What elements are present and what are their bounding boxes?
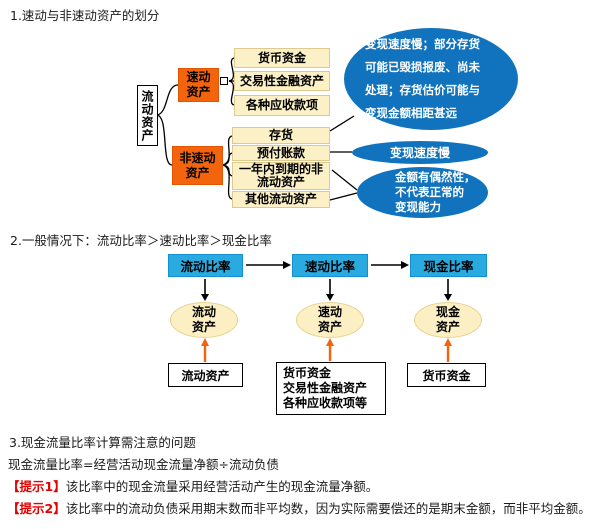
non-quick-asset-leaf: 一年内到期的非 流动资产 [232, 162, 330, 190]
note-ellipse-prepaid: 变现速度慢 [352, 141, 488, 164]
ratio-box-quick: 速动比率 [292, 254, 368, 277]
section1-title: 1.速动与非速动资产的划分 [10, 8, 160, 23]
non-quick-asset-leaf: 预付账款 [232, 145, 330, 161]
source-box-cash-assets: 货币资金 [407, 363, 486, 387]
tip2-line: 【提示2】该比率中的流动负债采用期末数而非平均数，因为实际需要偿还的是期末金额，… [7, 498, 591, 517]
asset-ellipse-current: 流动 资产 [170, 302, 238, 338]
tip1-label: 【提示1】 [7, 479, 66, 494]
ratio-box-current: 流动比率 [168, 254, 243, 277]
quick-asset-leaf: 交易性金融资产 [234, 71, 330, 91]
ratio-flow-arrows [204, 264, 449, 294]
cash-flow-ratio-formula: 现金流量比率=经营活动现金流量净额÷流动负债 [8, 457, 279, 472]
collapse-handle-icon [220, 77, 228, 85]
quick-asset-leaf: 货币资金 [234, 48, 330, 68]
mindmap-braces [156, 57, 235, 200]
ratio-box-cash: 现金比率 [410, 254, 487, 277]
asset-ellipse-quick: 速动 资产 [296, 302, 364, 338]
non-quick-asset-leaf: 其他流动资产 [232, 191, 330, 208]
tip2-label: 【提示2】 [7, 501, 66, 516]
source-up-arrows [203, 346, 450, 362]
note-ellipse-other-assets: 金额有偶然性， 不代表正常的 变现能力 [357, 167, 488, 218]
non-quick-assets-branch-box: 非速动 资产 [172, 146, 223, 185]
ratio-flow-arrowheads [201, 261, 452, 301]
section3-title: 3.现金流量比率计算需注意的问题 [9, 435, 196, 450]
note-link-lines [329, 115, 358, 201]
note-ellipse-inventory: 变现速度慢；部分存货 可能已毁损报废、尚未 处理；存货估价可能与 变现金额相距甚… [344, 28, 518, 130]
asset-ellipse-cash: 现金 资产 [414, 302, 482, 338]
tip2-text: 该比率中的流动负债采用期末数而非平均数，因为实际需要偿还的是期末金额，而非平均金… [65, 501, 591, 516]
tip1-text: 该比率中的现金流量采用经营活动产生的现金流量净额。 [65, 479, 379, 494]
source-up-arrowheads [201, 338, 452, 346]
quick-asset-leaf: 各种应收款项 [234, 95, 330, 116]
current-assets-root-box: 流动资产 [137, 85, 158, 146]
quick-assets-branch-box: 速动 资产 [178, 68, 219, 102]
section2-title: 2.一般情况下：流动比率＞速动比率＞现金比率 [10, 233, 272, 248]
non-quick-asset-leaf: 存货 [232, 127, 330, 144]
source-box-quick-assets: 货币资金 交易性金融资产 各种应收款项等 [276, 362, 386, 415]
source-box-current-assets: 流动资产 [168, 363, 243, 387]
tip1-line: 【提示1】该比率中的现金流量采用经营活动产生的现金流量净额。 [7, 476, 378, 495]
